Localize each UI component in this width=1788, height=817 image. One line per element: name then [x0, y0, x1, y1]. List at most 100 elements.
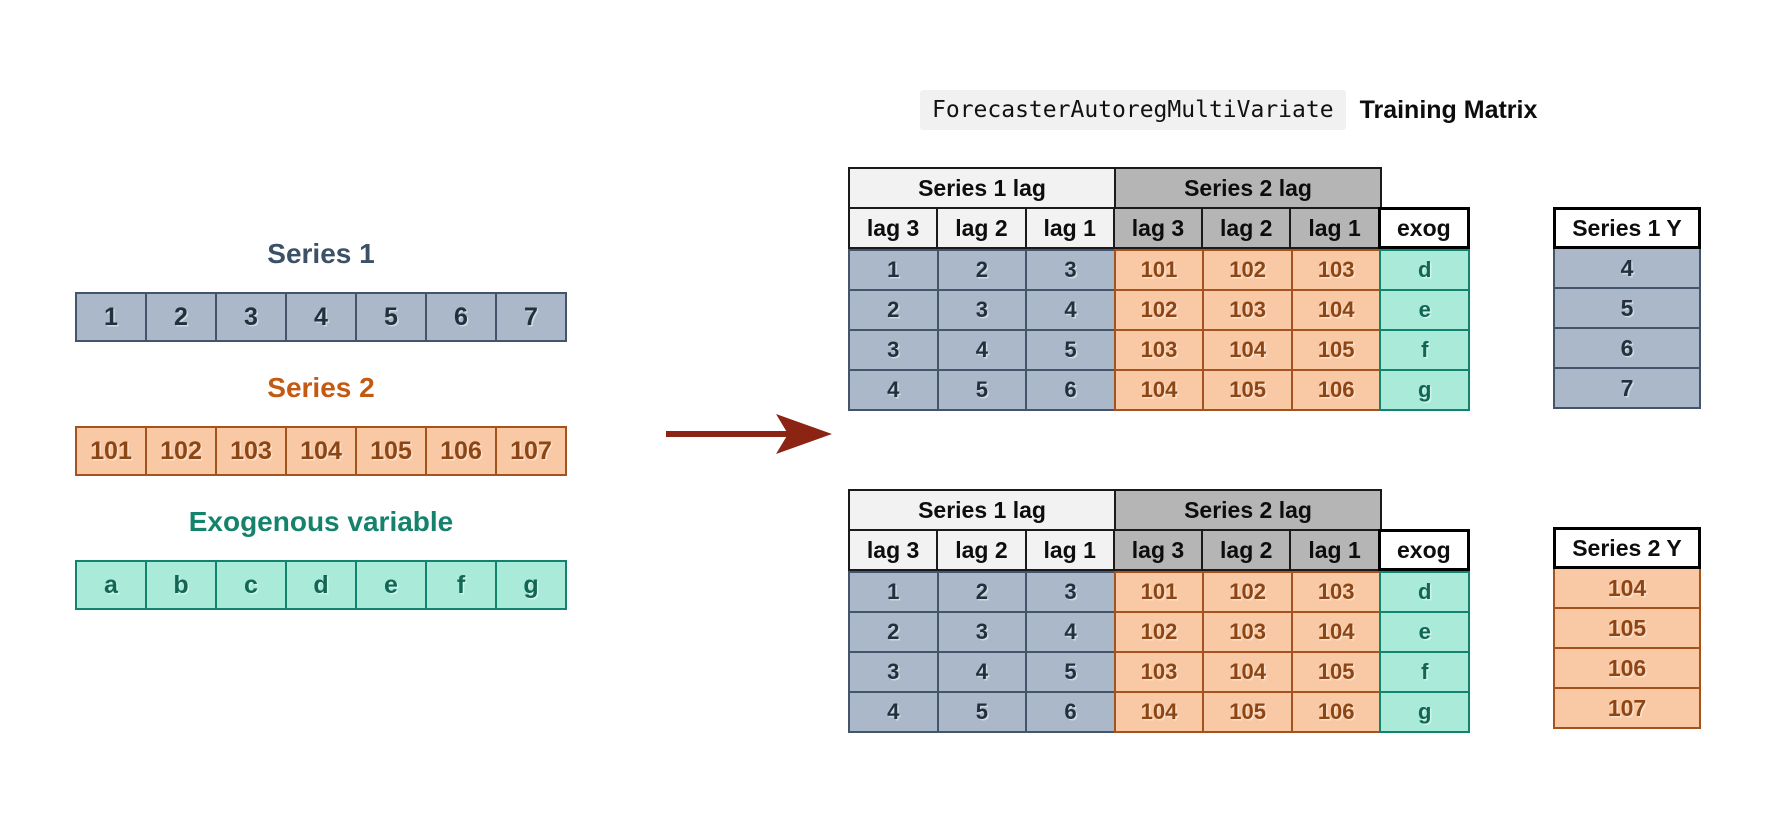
table-row: 2 3 4 102 103 104	[848, 611, 1471, 653]
table-cell: 1	[848, 249, 939, 291]
series-cell: 107	[495, 426, 567, 476]
series-cell: b	[145, 560, 217, 610]
target-y-table: Series 1 Y 4 5 6 7	[1553, 207, 1701, 409]
series-cell: 101	[75, 426, 147, 476]
table-cell: 104	[1202, 329, 1293, 371]
target-y-cell: 6	[1553, 327, 1701, 369]
table-cell: 4	[848, 691, 939, 733]
table-cell: 5	[1025, 329, 1116, 371]
column-header-cell: exog	[1377, 529, 1470, 571]
table-cell: 102	[1113, 289, 1205, 331]
table-cell: 103	[1290, 571, 1382, 613]
series-cell: 3	[215, 292, 287, 342]
group-header-cell: Series 2 lag	[1114, 489, 1382, 531]
table-cell: g	[1379, 691, 1471, 733]
column-header-row: lag 3 lag 2 lag 1 lag 3 lag 2 lag 1	[848, 529, 1470, 571]
table-cell: f	[1379, 329, 1471, 371]
input-series-section: Series 1 1 2 3 4 5	[75, 238, 567, 342]
table-cell: g	[1379, 369, 1471, 411]
table-row: 1 2 3 101 102 103	[848, 571, 1471, 613]
series-cell: 4	[285, 292, 357, 342]
column-header-cell: lag 1	[1024, 207, 1115, 249]
table-cell: 5	[1025, 651, 1116, 693]
table-cell: 106	[1290, 691, 1382, 733]
table-row: 3 4 5 103 104 105	[848, 651, 1471, 693]
column-header-cell: exog	[1377, 207, 1470, 249]
table-cell: 105	[1202, 691, 1293, 733]
input-series-section: Series 2 101 102 103 104 105	[75, 372, 567, 476]
group-header-spacer	[1382, 489, 1470, 531]
series-cell: 103	[215, 426, 287, 476]
series-cell: e	[355, 560, 427, 610]
series-cell: a	[75, 560, 147, 610]
table-cell: 2	[848, 289, 939, 331]
table-cell: 102	[1113, 611, 1205, 653]
table-cell: 103	[1113, 329, 1205, 371]
target-tables: Series 1 Y 4 5 6 7 Ser	[1553, 207, 1701, 729]
table-cell: e	[1379, 611, 1471, 653]
table-cell: f	[1379, 651, 1471, 693]
column-header-cell: lag 1	[1289, 529, 1380, 571]
diagram-title: ForecasterAutoregMultiVariate Training M…	[920, 90, 1537, 130]
table-cell: 104	[1202, 651, 1293, 693]
table-cell: 1	[848, 571, 939, 613]
training-matrices: Series 1 lag Series 2 lag lag 3	[848, 167, 1471, 733]
right-arrow-icon	[664, 412, 834, 461]
table-cell: 4	[1025, 289, 1116, 331]
table-cell: d	[1379, 571, 1471, 613]
table-cell: e	[1379, 289, 1471, 331]
table-cell: 6	[1025, 369, 1116, 411]
series-cell: 104	[285, 426, 357, 476]
table-row: 1 2 3 101 102 103	[848, 249, 1471, 291]
target-y-header: Series 2 Y	[1553, 527, 1701, 569]
table-cell: 3	[1025, 571, 1116, 613]
table-cell: 4	[936, 329, 1028, 371]
series-cell: 102	[145, 426, 217, 476]
table-cell: 3	[848, 329, 939, 371]
target-y-cell: 4	[1553, 247, 1701, 289]
table-cell: 105	[1290, 651, 1382, 693]
group-header-cell: Series 2 lag	[1114, 167, 1382, 209]
training-matrix-table: Series 1 lag Series 2 lag lag 3	[848, 167, 1471, 411]
table-cell: 104	[1290, 611, 1382, 653]
table-cell: 4	[1025, 611, 1116, 653]
series-cell: c	[215, 560, 287, 610]
table-cell: 106	[1290, 369, 1382, 411]
table-cell: 6	[1025, 691, 1116, 733]
table-cell: 3	[848, 651, 939, 693]
column-header-cell: lag 3	[848, 529, 939, 571]
target-y-header: Series 1 Y	[1553, 207, 1701, 249]
table-cell: 101	[1113, 571, 1205, 613]
series-cell: f	[425, 560, 497, 610]
group-header-cell: Series 1 lag	[848, 489, 1116, 531]
target-y-cell: 104	[1553, 567, 1701, 609]
series-cell: 6	[425, 292, 497, 342]
series-cell: 105	[355, 426, 427, 476]
title-label: Training Matrix	[1359, 95, 1538, 124]
forecaster-class-name: ForecasterAutoregMultiVariate	[920, 90, 1346, 130]
table-cell: 102	[1202, 571, 1293, 613]
series-label: Series 2	[267, 372, 375, 403]
series-row: a b c d e f g	[75, 560, 567, 610]
series-cell: 2	[145, 292, 217, 342]
group-header-spacer	[1382, 167, 1470, 209]
table-cell: d	[1379, 249, 1471, 291]
table-row: 4 5 6 104 105 106	[848, 691, 1471, 733]
series-cell: 106	[425, 426, 497, 476]
table-cell: 2	[848, 611, 939, 653]
series-row: 101 102 103 104 105 106 107	[75, 426, 567, 476]
column-header-cell: lag 2	[936, 207, 1027, 249]
column-header-cell: lag 2	[936, 529, 1027, 571]
table-cell: 3	[1025, 249, 1116, 291]
column-header-cell: lag 3	[1112, 529, 1204, 571]
target-y-cell: 107	[1553, 687, 1701, 729]
table-cell: 101	[1113, 249, 1205, 291]
series-cell: g	[495, 560, 567, 610]
table-row: 4 5 6 104 105 106	[848, 369, 1471, 411]
input-series-panel: Series 1 1 2 3 4 5	[75, 238, 567, 640]
table-cell: 3	[936, 289, 1028, 331]
column-header-row: lag 3 lag 2 lag 1 lag 3 lag 2 lag 1	[848, 207, 1470, 249]
series-cell: 1	[75, 292, 147, 342]
column-header-cell: lag 1	[1289, 207, 1380, 249]
